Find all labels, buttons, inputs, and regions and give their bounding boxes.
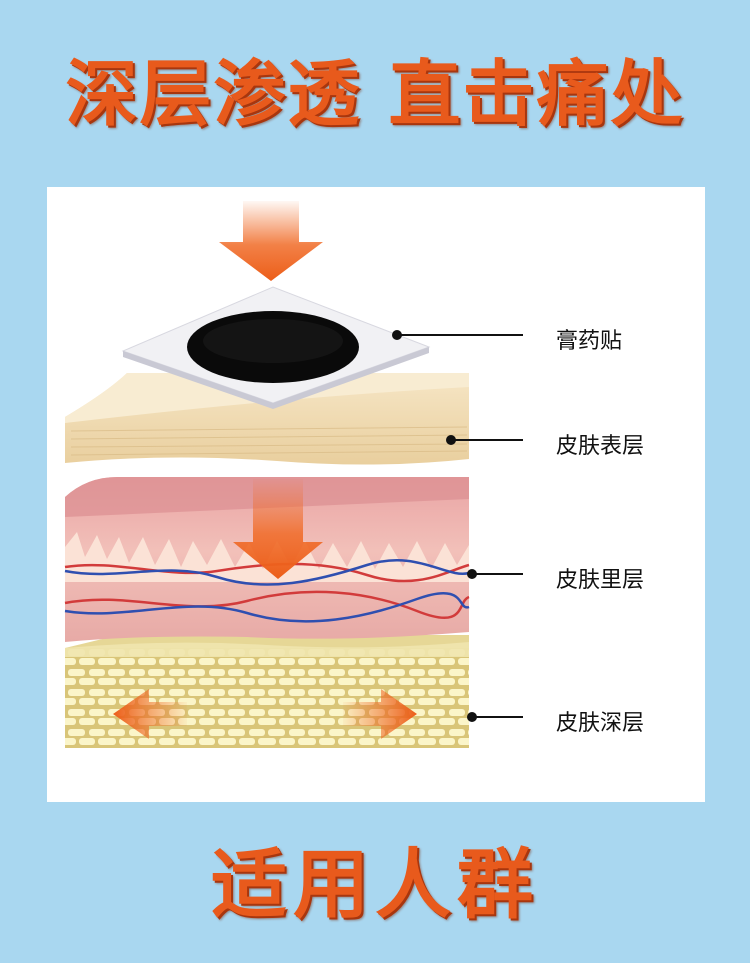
label-epidermis: 皮肤表层 — [556, 434, 645, 459]
leader-lines — [392, 330, 523, 722]
section-title: 适用人群 — [211, 840, 539, 929]
page-title: 深层渗透 直击痛处 — [65, 51, 685, 136]
label-dermis: 皮肤里层 — [556, 568, 645, 593]
label-deep-layer: 皮肤深层 — [556, 711, 645, 736]
label-patch: 膏药贴 — [556, 329, 623, 354]
top-arrow-icon — [219, 201, 323, 281]
skin-layer-diagram: 膏药贴 皮肤表层 皮肤里层 皮肤深层 — [47, 187, 705, 802]
patch-illustration — [121, 286, 431, 409]
right-arrow-icon — [343, 689, 417, 739]
left-arrow-icon — [113, 689, 187, 739]
middle-arrow-icon — [233, 479, 323, 579]
deep-skin-layer — [65, 635, 469, 748]
